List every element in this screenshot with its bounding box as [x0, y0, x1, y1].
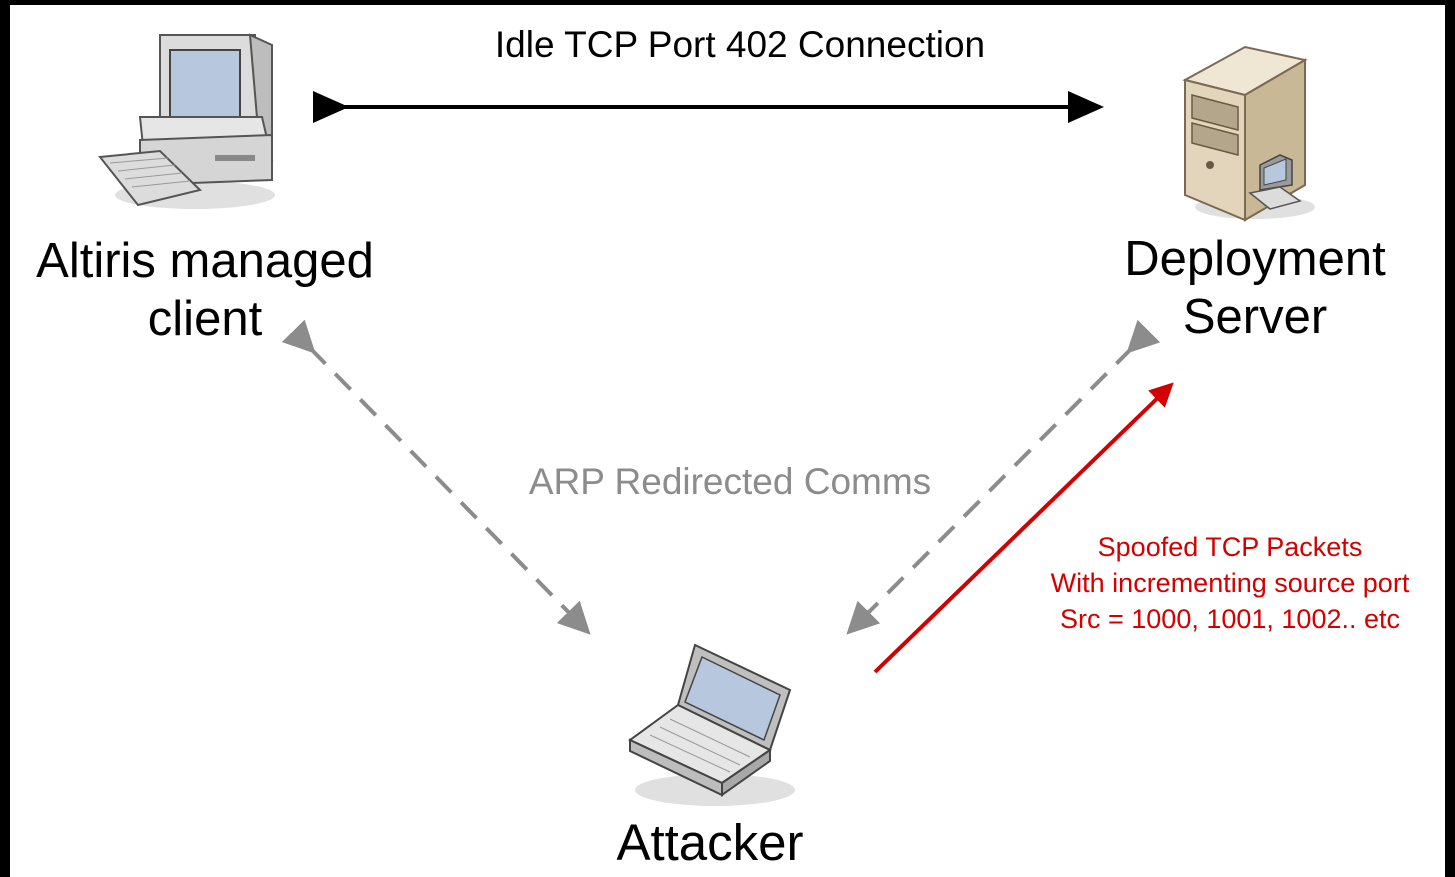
diagram-arrows: [98, 33, 1315, 806]
client-label-line1: Altiris managed: [36, 234, 374, 288]
server-label: Deployment Server: [1090, 231, 1420, 347]
diagram-canvas: Idle TCP Port 402 Connection Altiris man…: [10, 5, 1445, 877]
spoof-label-line2: With incrementing source port: [1050, 567, 1410, 598]
arp-label: ARP Redirected Comms: [528, 461, 932, 502]
arp-server-arrow: [846, 319, 1161, 635]
arp-client-arrow: [281, 319, 591, 635]
client-label: Altiris managed client: [10, 233, 400, 349]
spoof-label: Spoofed TCP Packets With incrementing so…: [995, 530, 1445, 638]
connection-label: Idle TCP Port 402 Connection: [494, 24, 986, 65]
attacker-label: Attacker: [616, 814, 804, 871]
spoof-label-line3: Src = 1000, 1001, 1002.. etc: [1060, 603, 1400, 634]
spoof-arrow: [873, 382, 1174, 674]
desktop-computer-icon: [98, 33, 275, 209]
spoof-label-line1: Spoofed TCP Packets: [1097, 532, 1363, 562]
client-label-line2: client: [147, 291, 263, 346]
server-tower-icon: [1182, 45, 1315, 222]
server-label-line2: Server: [1182, 289, 1328, 344]
server-label-line1: Deployment: [1124, 232, 1386, 286]
laptop-icon: [628, 643, 795, 806]
